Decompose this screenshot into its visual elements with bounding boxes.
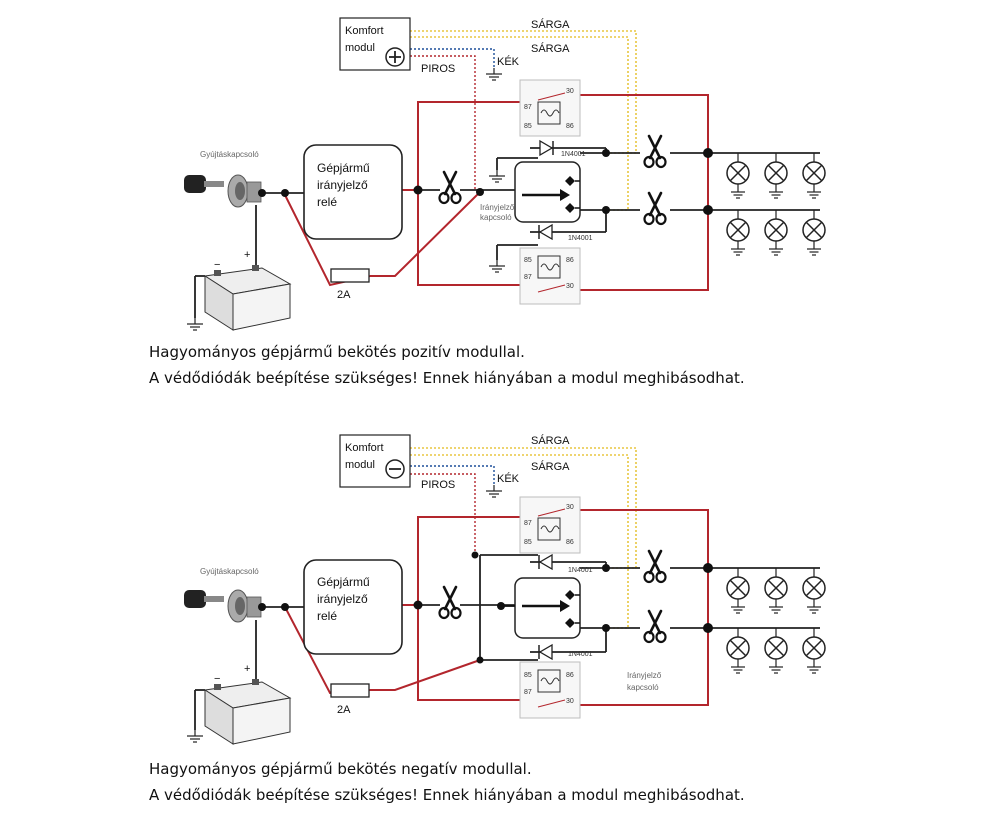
flasher-relay-label: relé — [317, 195, 337, 209]
cut-scissors-icon — [643, 134, 667, 169]
diagram-positive-module: Komfort modul SÁRGA SÁRGA KÉK PIROS — [184, 17, 826, 331]
battery-icon — [203, 679, 292, 745]
battery-plus: + — [244, 663, 250, 675]
fuse-label: 2A — [337, 289, 351, 301]
lamp-group-left — [726, 568, 826, 614]
switch-label: Irányjelző — [480, 203, 515, 212]
relay-pin-label: 85 — [524, 257, 532, 264]
flasher-relay-label: irányjelző — [317, 592, 368, 606]
turn-signal-switch — [497, 577, 581, 639]
battery-minus: − — [214, 673, 220, 685]
flasher-relay-label: irányjelző — [317, 178, 368, 192]
fuse-symbol — [330, 268, 370, 283]
diagram-negative-module: Komfort modul SÁRGA SÁRGA KÉK PIROS — [184, 434, 826, 745]
battery-plus: + — [244, 249, 250, 261]
caption-line: Hagyományos gépjármű bekötés pozitív mod… — [149, 343, 525, 361]
module-label: modul — [345, 459, 375, 471]
fuse-label: 2A — [337, 704, 351, 716]
relay-pin-label: 86 — [566, 672, 574, 679]
wire-label-yellow: SÁRGA — [531, 42, 570, 55]
relay-bottom: 85 86 87 30 — [519, 661, 581, 719]
relay-pin-label: 86 — [566, 539, 574, 546]
cut-scissors-icon — [438, 585, 462, 620]
red-wires — [284, 509, 709, 706]
wire-label-red: PIROS — [421, 63, 455, 75]
diode-icon — [538, 223, 553, 241]
flasher-relay-label: relé — [317, 609, 337, 623]
switch-label: kapcsoló — [480, 213, 512, 222]
ignition-key-icon — [184, 174, 262, 208]
module-label: Komfort — [345, 442, 384, 454]
diode-label: 1N4001 — [561, 151, 586, 158]
battery-minus: − — [214, 259, 220, 271]
switch-label: Irányjelző — [627, 671, 662, 680]
battery-icon — [203, 265, 292, 331]
caption-line: Hagyományos gépjármű bekötés negatív mod… — [149, 760, 532, 778]
relay-pin-label: 85 — [524, 672, 532, 679]
lamp-group-left — [726, 153, 826, 199]
flasher-relay-box — [303, 144, 403, 240]
relay-pin-label: 87 — [524, 689, 532, 696]
relay-pin-label: 30 — [566, 504, 574, 511]
cut-scissors-icon — [643, 191, 667, 226]
diode-label: 1N4001 — [568, 235, 593, 242]
relay-pin-label: 85 — [524, 539, 532, 546]
caption-line: A védődiódák beépítése szükséges! Ennek … — [149, 786, 745, 804]
ignition-label: Gyújtáskapcsoló — [200, 567, 259, 576]
ignition-key-icon — [184, 589, 262, 623]
lamp-group-right — [726, 628, 826, 674]
cut-scissors-icon — [438, 170, 462, 205]
caption-line: A védődiódák beépítése szükséges! Ennek … — [149, 369, 745, 387]
turn-signal-switch — [514, 161, 581, 223]
relay-pin-label: 30 — [566, 88, 574, 95]
red-module-wire — [410, 55, 476, 190]
relay-top: 30 87 85 86 — [519, 79, 581, 137]
wire-label-yellow: SÁRGA — [531, 18, 570, 31]
relay-pin-label: 86 — [566, 123, 574, 130]
wire-label-red: PIROS — [421, 479, 455, 491]
cut-scissors-icon — [643, 549, 667, 584]
relay-pin-label: 30 — [566, 698, 574, 705]
relay-pin-label: 30 — [566, 283, 574, 290]
diode-icon — [539, 139, 554, 157]
relay-pin-label: 86 — [566, 257, 574, 264]
wire-label-blue: KÉK — [497, 472, 520, 485]
switch-label: kapcsoló — [627, 683, 659, 692]
relay-pin-label: 85 — [524, 123, 532, 130]
flasher-relay-label: Gépjármű — [317, 161, 370, 175]
relay-pin-label: 87 — [524, 520, 532, 527]
relay-pin-label: 87 — [524, 104, 532, 111]
wire-label-yellow: SÁRGA — [531, 434, 570, 447]
diode-label: 1N4001 — [568, 651, 593, 658]
wire-label-yellow: SÁRGA — [531, 460, 570, 473]
junction-dots — [258, 551, 713, 664]
cut-scissors-icon — [643, 609, 667, 644]
plus-circle-icon — [385, 47, 405, 67]
junction-dots — [258, 148, 713, 215]
red-module-wire — [410, 473, 476, 555]
lamp-group-right — [726, 210, 826, 256]
blue-wire — [410, 48, 495, 68]
diode-label: 1N4001 — [568, 567, 593, 574]
blue-wire — [410, 465, 495, 485]
diode-icon — [538, 553, 553, 571]
relay-bottom: 85 86 87 30 — [519, 247, 581, 305]
flasher-relay-box — [303, 559, 403, 655]
flasher-relay-label: Gépjármű — [317, 575, 370, 589]
module-label: Komfort — [345, 25, 384, 37]
black-wires — [194, 147, 820, 318]
module-label: modul — [345, 42, 375, 54]
relay-top: 30 87 85 86 — [519, 496, 581, 554]
wire-label-blue: KÉK — [497, 55, 520, 68]
ignition-label: Gyújtáskapcsoló — [200, 150, 259, 159]
diode-icon — [538, 643, 553, 661]
minus-circle-icon — [385, 459, 405, 479]
relay-pin-label: 87 — [524, 274, 532, 281]
fuse-symbol — [330, 683, 370, 698]
